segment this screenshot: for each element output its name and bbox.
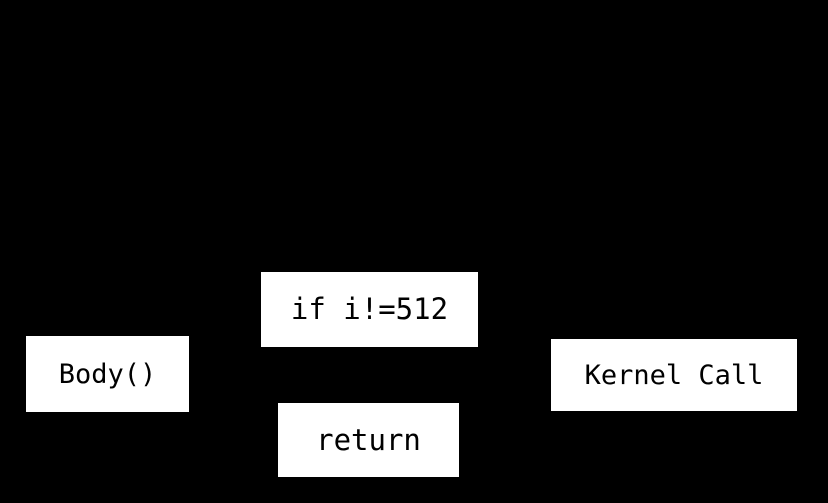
node-return[interactable]: return <box>278 403 459 477</box>
node-condition[interactable]: if i!=512 <box>261 272 478 347</box>
node-kernel-call-label: Kernel Call <box>584 359 764 391</box>
node-body[interactable]: Body() <box>26 336 189 412</box>
node-condition-label: if i!=512 <box>290 292 449 326</box>
node-body-label: Body() <box>58 358 157 390</box>
node-kernel-call[interactable]: Kernel Call <box>551 339 797 411</box>
node-return-label: return <box>316 422 421 457</box>
